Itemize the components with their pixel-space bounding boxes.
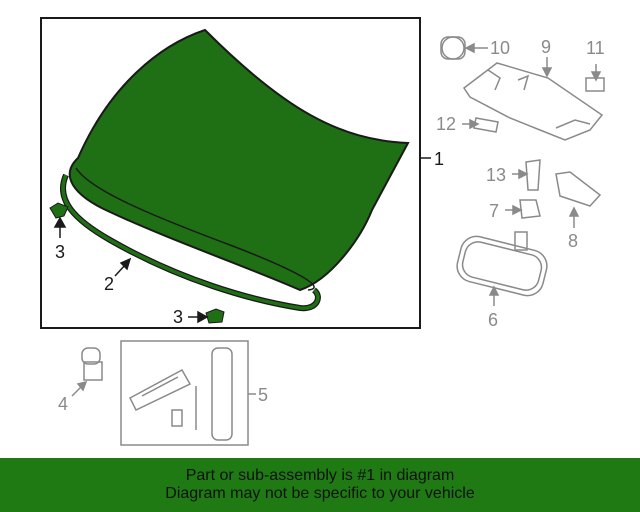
bracket-11[interactable]	[585, 77, 605, 92]
callout-8: 8	[568, 231, 578, 251]
callout-5: 5	[258, 385, 268, 405]
cover-8[interactable]	[555, 171, 602, 207]
adhesive-kit[interactable]	[129, 347, 233, 441]
banner-line-1: Part or sub-assembly is #1 in diagram	[185, 467, 455, 484]
sensor-cover[interactable]	[462, 62, 604, 141]
callout-7: 7	[489, 201, 499, 221]
clip-bottom[interactable]	[205, 308, 225, 324]
windshield-moulding[interactable]	[60, 173, 321, 312]
notice-banner: Part or sub-assembly is #1 in diagram Di…	[0, 458, 640, 512]
windshield-glass[interactable]	[68, 28, 410, 292]
callout-1: 1	[434, 149, 444, 169]
callout-leaders-dark	[53, 157, 431, 324]
banner-line-2: Diagram may not be specific to your vehi…	[165, 485, 475, 502]
callout-2: 2	[104, 274, 114, 294]
callout-6: 6	[488, 310, 498, 330]
callout-10: 10	[490, 38, 510, 58]
callout-12: 12	[436, 114, 456, 134]
kit-frame	[120, 340, 249, 446]
callout-leaders-grey	[71, 42, 602, 397]
mount-13[interactable]	[525, 159, 541, 191]
callout-3-left: 3	[55, 242, 65, 262]
assembly-frame	[40, 17, 421, 329]
callout-4: 4	[58, 394, 68, 414]
clip-7[interactable]	[519, 199, 541, 219]
parts-diagram: 1 2 3 3 10 9 11 12 13 7 8 6 4 5	[40, 17, 605, 446]
sensor-clip-4[interactable]	[81, 347, 103, 381]
callout-11: 11	[586, 38, 605, 58]
callout-13: 13	[486, 165, 506, 185]
clip-left[interactable]	[49, 202, 69, 219]
rain-sensor[interactable]	[440, 36, 466, 60]
rearview-mirror[interactable]	[454, 231, 551, 299]
callout-3-bottom: 3	[173, 307, 183, 327]
callout-9: 9	[541, 37, 551, 57]
